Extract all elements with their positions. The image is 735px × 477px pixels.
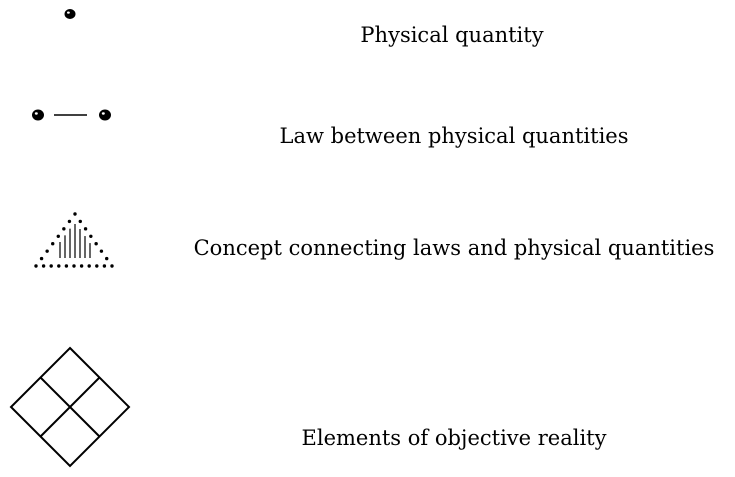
legend-label-physical-quantity: Physical quantity bbox=[360, 23, 544, 47]
four-diamond-grid-icon bbox=[9, 346, 131, 468]
legend-label-concept: Concept connecting laws and physical qua… bbox=[193, 236, 715, 260]
dot-line-dot-icon bbox=[32, 109, 111, 121]
single-dot-icon bbox=[64, 9, 76, 19]
dotted-triangle-icon bbox=[34, 212, 114, 268]
legend-label-objective-reality: Elements of objective reality bbox=[301, 426, 607, 450]
legend-label-law: Law between physical quantities bbox=[279, 124, 629, 148]
